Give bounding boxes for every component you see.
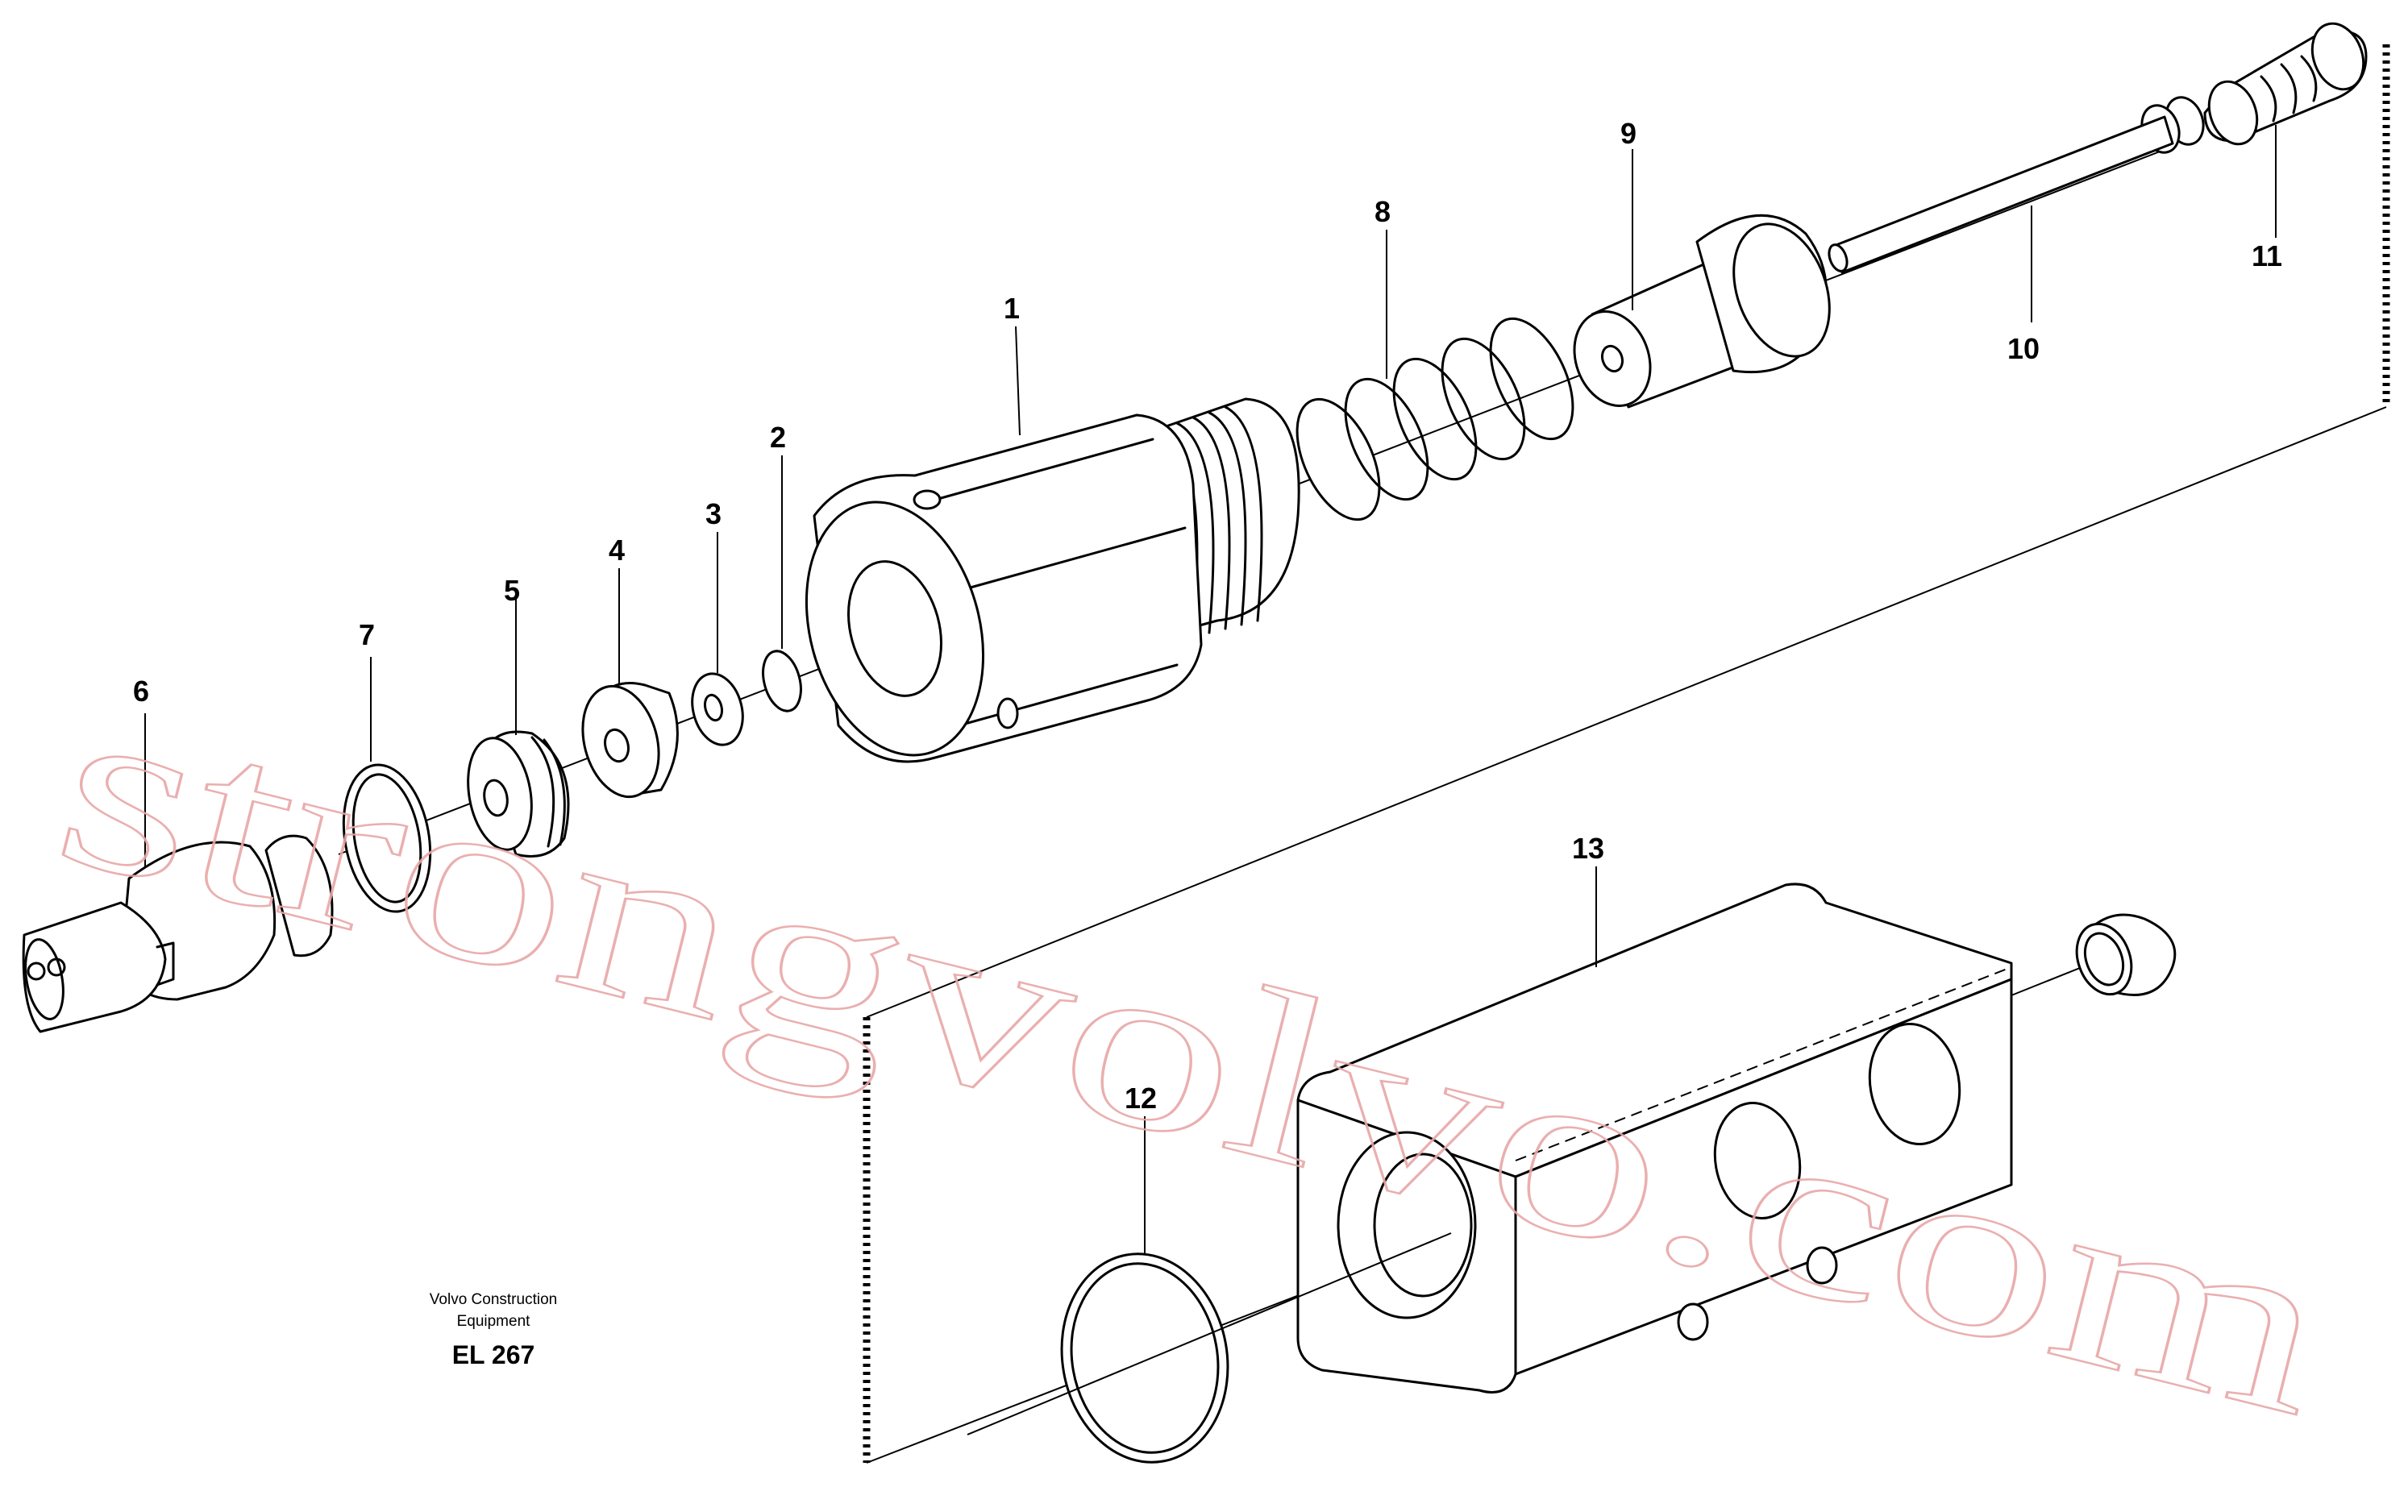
part-13-housing (1296, 883, 2013, 1394)
part-5-plug (467, 730, 570, 858)
figure-code: EL 267 (452, 1340, 535, 1369)
callout-5: 5 (504, 574, 520, 607)
callout-8: 8 (1375, 195, 1391, 228)
part-3-washer (691, 672, 744, 746)
frame-connector-line (866, 406, 2387, 1018)
leader-lines (144, 125, 2277, 1253)
part-10-pin (1828, 115, 2174, 274)
callout-10: 10 (2007, 332, 2040, 365)
callout-13: 13 (1572, 832, 1604, 865)
callout-7: 7 (359, 618, 375, 651)
part-11-plug (2140, 22, 2368, 154)
part-7-o-ring (342, 763, 432, 913)
callout-3: 3 (705, 497, 722, 530)
callout-9: 9 (1620, 117, 1637, 150)
part-2-o-ring (762, 650, 802, 712)
assembly-axis-lower (967, 1232, 1452, 1435)
part-1-valve-body (805, 397, 1300, 763)
part-12-o-ring (1060, 1252, 1229, 1464)
part-8-spring (1295, 317, 1574, 521)
callout-6: 6 (133, 675, 149, 708)
callout-12: 12 (1125, 1082, 1157, 1115)
publisher-line-1: Volvo Construction (430, 1291, 557, 1308)
part-4-seat (581, 682, 679, 799)
callout-11: 11 (2252, 239, 2282, 272)
publisher-line-2: Equipment (457, 1313, 531, 1330)
callout-1: 1 (1004, 292, 1020, 325)
part-9-piston (1573, 214, 1831, 409)
part-6-sensor (22, 834, 334, 1033)
callout-4: 4 (609, 534, 625, 567)
housing-side-plug (2075, 913, 2177, 996)
callout-2: 2 (770, 421, 786, 454)
